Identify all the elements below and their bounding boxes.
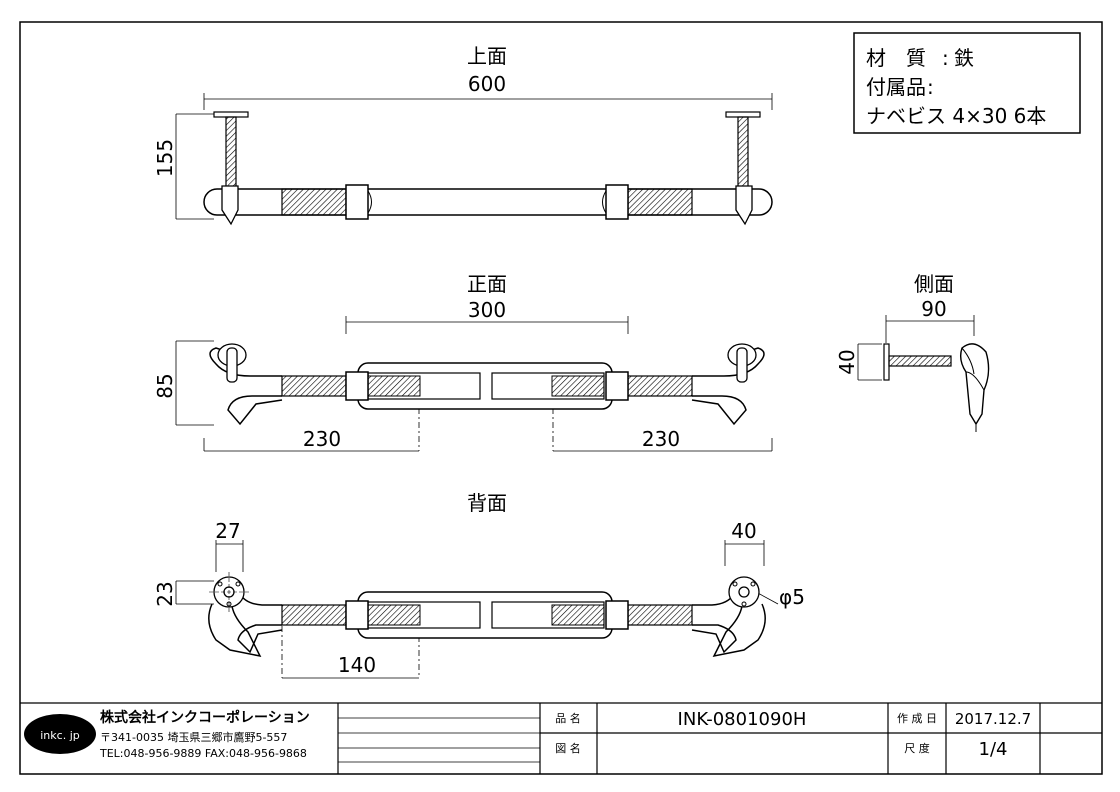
product-name-label: 品 名 <box>555 711 581 725</box>
top-view: 上面 600 155 <box>153 44 773 226</box>
company-address: 〒341-0035 埼玉県三郷市鷹野5-557 <box>100 730 287 744</box>
spec-box: 材 質 : 鉄 付属品 : ナベビス 4×30 6本 <box>853 32 1081 134</box>
logo-badge <box>24 714 96 754</box>
front-dim-left: 230 <box>303 427 341 451</box>
front-view-title: 正面 <box>467 272 507 296</box>
front-dim-height: 85 <box>153 373 177 398</box>
front-dim-right: 230 <box>642 427 680 451</box>
side-dim-height: 40 <box>835 349 859 374</box>
back-view: 背面 27 40 23 140 φ5 <box>153 491 805 679</box>
top-dim-height: 155 <box>153 139 177 177</box>
top-dim-width: 600 <box>468 72 506 96</box>
company-contact: TEL:048-956-9889 FAX:048-956-9868 <box>99 747 307 760</box>
company-name: 株式会社インクコーポレーション <box>100 709 310 726</box>
back-dim-right-plate: 40 <box>731 519 756 543</box>
accessory-value: ナベビス 4×30 6本 <box>866 104 1046 128</box>
front-dim-width: 300 <box>468 298 506 322</box>
product-name-value: INK-0801090H <box>678 709 807 730</box>
side-view: 側面 90 40 <box>835 272 990 432</box>
back-dim-height: 23 <box>153 581 177 606</box>
material-value: 鉄 <box>954 46 974 70</box>
side-view-title: 側面 <box>914 272 954 296</box>
logo-text: inkc. jp <box>40 729 79 742</box>
svg-text::: : <box>942 46 949 70</box>
date-label: 作 成 日 <box>897 712 937 725</box>
title-block: inkc. jp 株式会社インクコーポレーション 〒341-0035 埼玉県三郷… <box>20 702 1102 774</box>
material-label: 材 質 <box>866 46 926 70</box>
back-view-title: 背面 <box>467 491 507 515</box>
scale-value: 1/4 <box>979 739 1008 760</box>
back-dim-hole: φ5 <box>779 585 805 609</box>
svg-text::: : <box>927 75 934 99</box>
date-value: 2017.12.7 <box>955 710 1031 728</box>
drawing-name-label: 図 名 <box>555 741 581 755</box>
back-dim-span: 140 <box>338 653 376 677</box>
accessory-label: 付属品 <box>866 75 926 99</box>
side-dim-width: 90 <box>921 297 946 321</box>
sheet-border <box>19 21 1103 775</box>
top-view-title: 上面 <box>467 44 507 68</box>
front-view: 正面 300 85 230 230 <box>153 272 773 452</box>
back-dim-left-plate: 27 <box>215 519 240 543</box>
scale-label: 尺 度 <box>904 741 930 755</box>
